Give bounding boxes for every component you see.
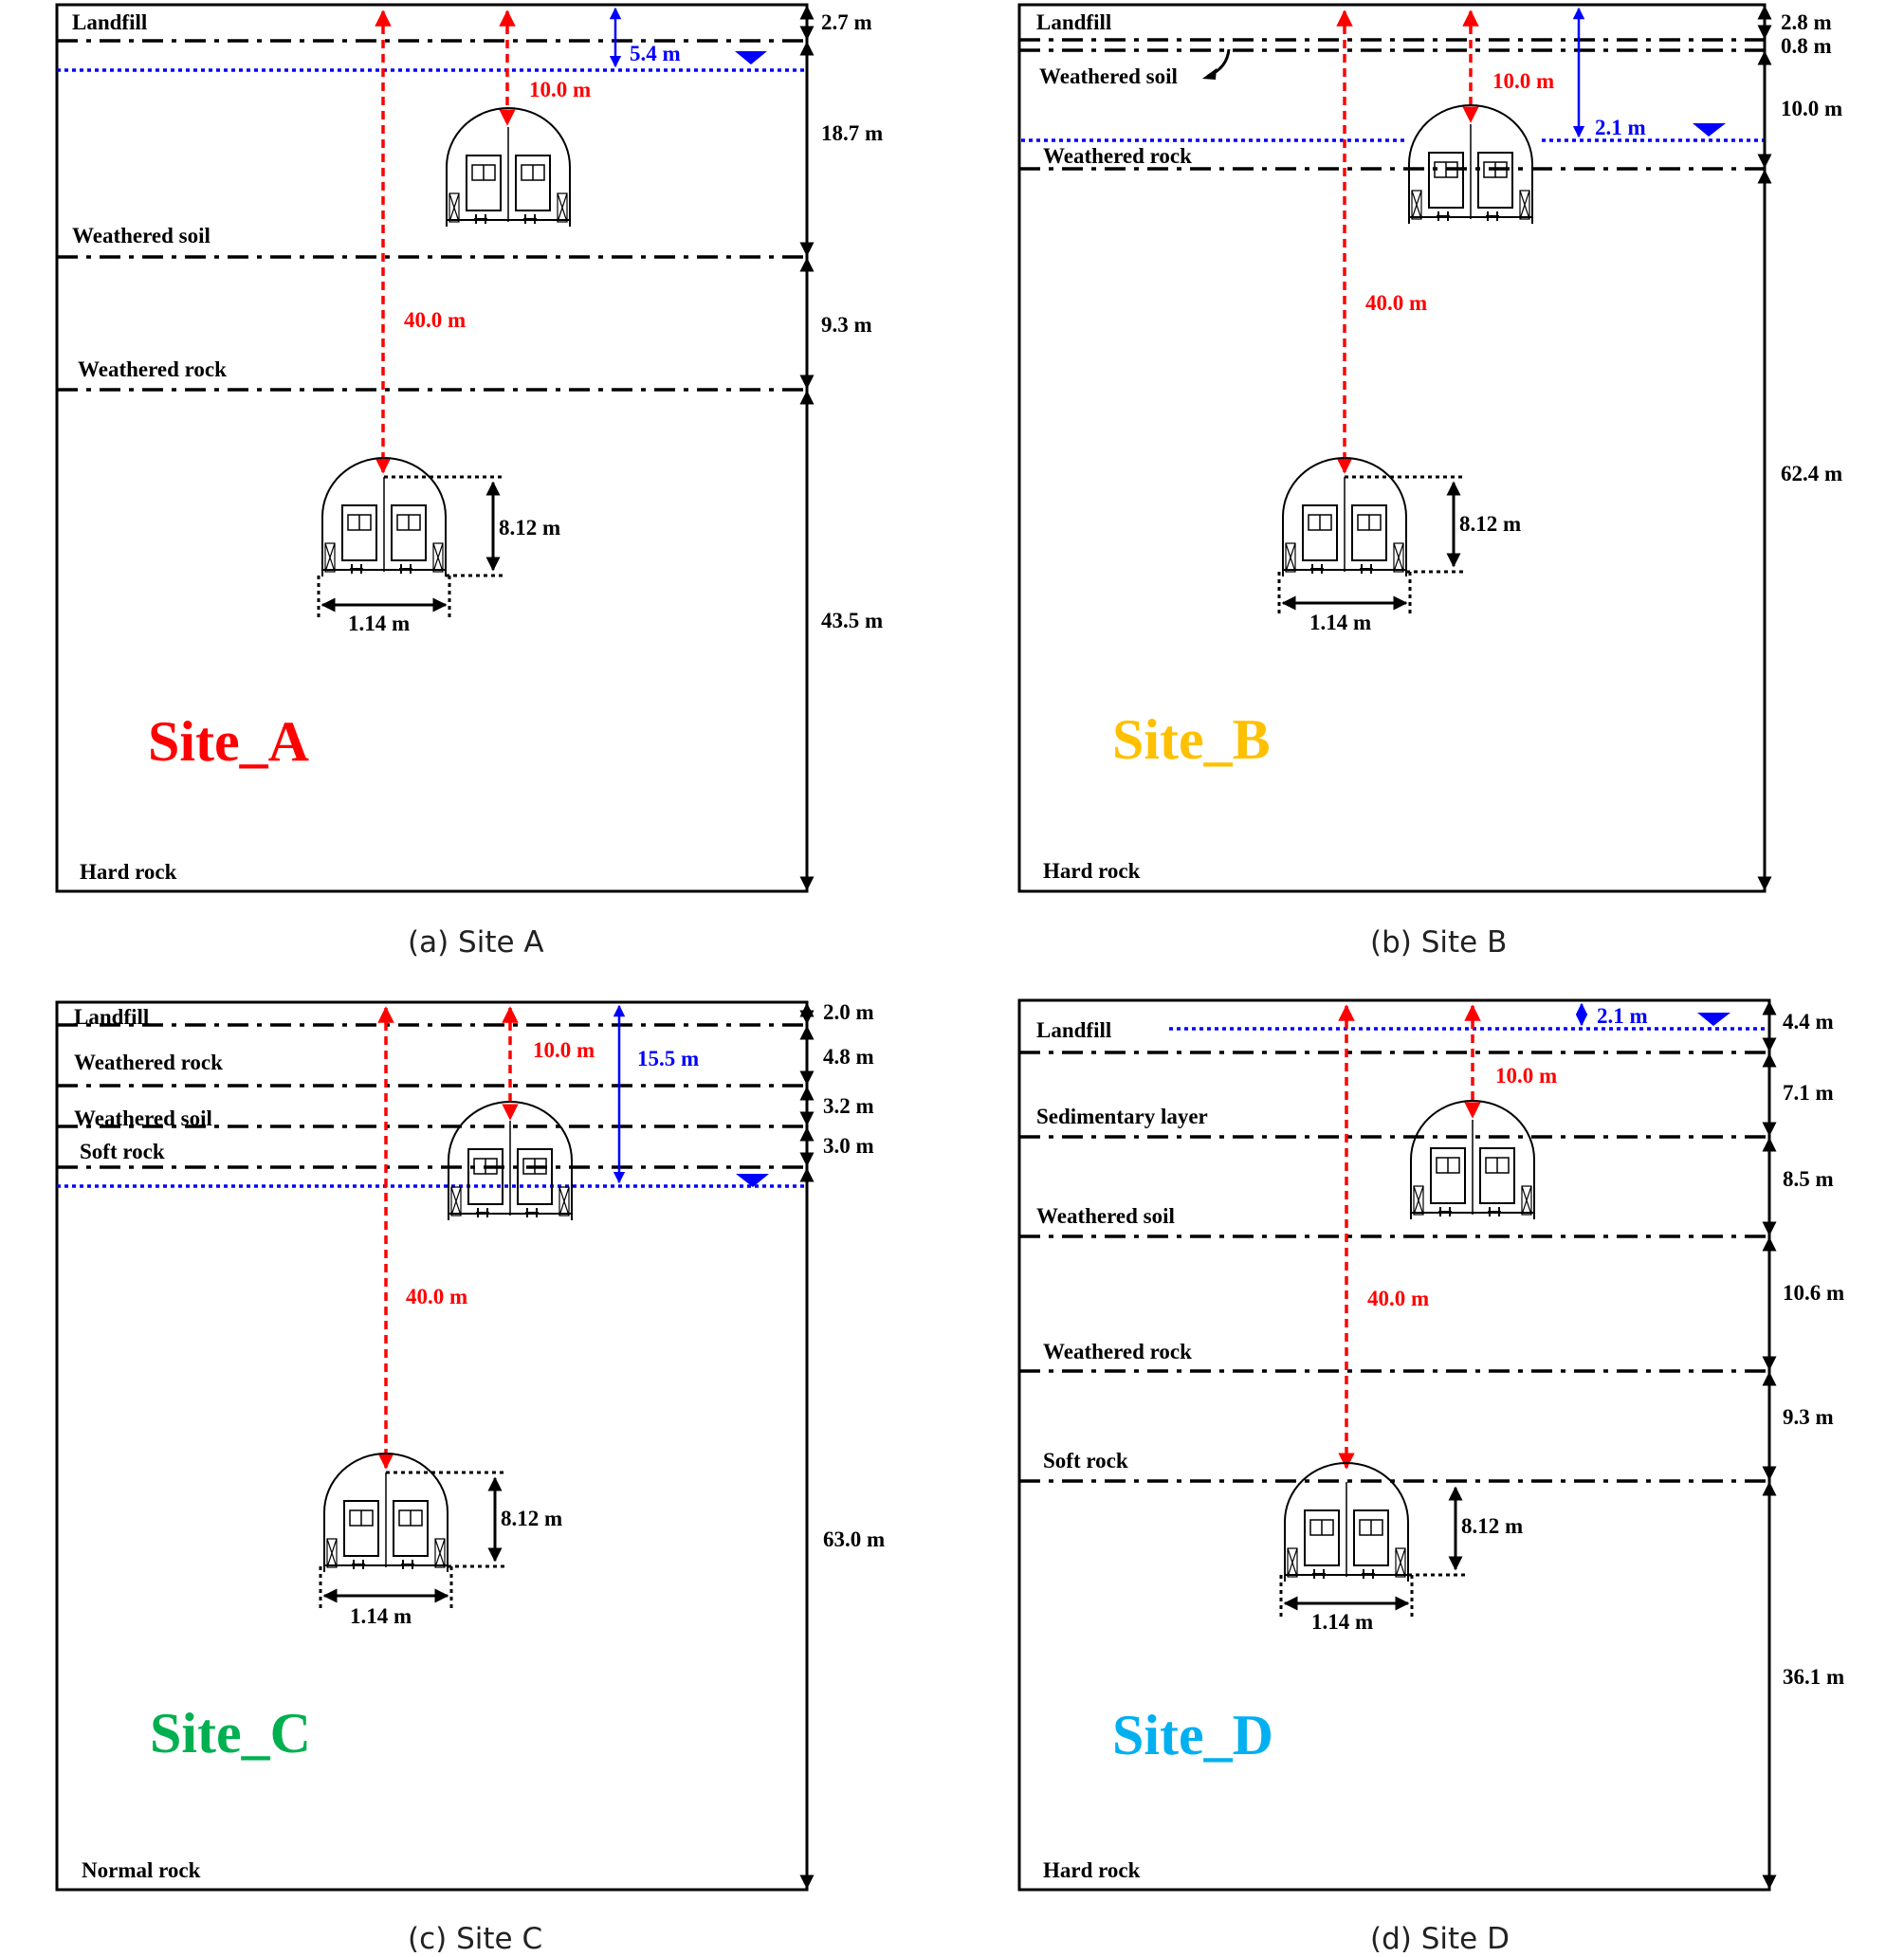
pointer-arrowhead: [1202, 68, 1217, 80]
layer-label: Weathered rock: [1043, 144, 1192, 168]
bottom-layer-label: Hard rock: [1043, 859, 1141, 883]
thickness-label: 7.1 m: [1783, 1081, 1834, 1105]
panel-site-c: 15.5 m Landfill Weathered rock Weathered…: [55, 1000, 885, 1956]
tunnel-height-label: 8.12 m: [1461, 1514, 1523, 1538]
thickness-label: 62.4 m: [1781, 462, 1842, 485]
layer-label: Weathered rock: [78, 357, 227, 381]
thickness-label: 4.8 m: [823, 1045, 874, 1069]
thickness-label: 36.1 m: [1783, 1665, 1844, 1689]
site-name: Site_A: [148, 710, 309, 773]
thickness-label: 2.7 m: [821, 10, 872, 34]
tunnel-width-label: 1.14 m: [348, 612, 410, 635]
thickness-label: 63.0 m: [823, 1527, 885, 1551]
tunnel-height-label: 8.12 m: [499, 516, 560, 540]
bottom-layer-label: Hard rock: [1043, 1858, 1141, 1882]
tunnel-width-label: 1.14 m: [1309, 611, 1371, 634]
water-table-icon: [735, 51, 767, 64]
tunnel-shallow: [1410, 1100, 1535, 1220]
layer-label: Weathered soil: [1036, 1204, 1175, 1228]
thickness-label: 3.0 m: [823, 1134, 874, 1158]
panel-site-d: 2.1 m Landfill Sedimentary layer Weather…: [1017, 998, 1844, 1956]
layer-label: Weathered soil: [72, 224, 211, 247]
layer-label: Weathered soil: [1039, 64, 1178, 88]
thickness-label: 2.8 m: [1781, 10, 1832, 34]
shallow-depth-label: 10.0 m: [533, 1038, 595, 1062]
water-table-icon: [1697, 1013, 1730, 1026]
panel-site-a: 5.4 m Landfill Weathered soil Weathered …: [55, 3, 883, 960]
thickness-label: 18.7 m: [821, 121, 883, 145]
layer-label: Weathered rock: [1043, 1340, 1192, 1363]
deep-depth-label: 40.0 m: [1365, 291, 1427, 315]
layer-label: Landfill: [1036, 1018, 1111, 1042]
thickness-label: 3.2 m: [823, 1094, 874, 1118]
shallow-depth-label: 10.0 m: [1492, 69, 1554, 93]
water-table-icon: [1693, 123, 1726, 137]
site-name: Site_B: [1112, 708, 1271, 771]
bottom-layer-label: Hard rock: [80, 860, 177, 884]
layer-label: Soft rock: [80, 1140, 165, 1163]
layer-label: Soft rock: [1043, 1449, 1128, 1472]
layer-label: Sedimentary layer: [1036, 1105, 1208, 1128]
thickness-label: 2.0 m: [823, 1000, 874, 1024]
thickness-label: 0.8 m: [1781, 34, 1832, 58]
thickness-label: 43.5 m: [821, 609, 883, 632]
tunnel-deep: [1284, 1462, 1409, 1582]
tunnel-shallow: [446, 107, 571, 228]
deep-depth-label: 40.0 m: [1367, 1287, 1429, 1310]
thickness-label: 10.6 m: [1783, 1281, 1844, 1305]
water-depth-label: 2.1 m: [1597, 1004, 1648, 1028]
tunnel-height-label: 8.12 m: [1459, 512, 1521, 536]
tunnel-width-label: 1.14 m: [1311, 1610, 1373, 1634]
water-table-icon: [736, 1174, 769, 1187]
layer-label: Landfill: [1036, 10, 1111, 34]
bottom-layer-label: Normal rock: [82, 1858, 201, 1882]
tunnel-shallow: [448, 1101, 573, 1221]
shallow-depth-label: 10.0 m: [1495, 1064, 1557, 1088]
thickness-label: 9.3 m: [1783, 1405, 1834, 1429]
deep-depth-label: 40.0 m: [404, 308, 466, 332]
thickness-label: 8.5 m: [1783, 1167, 1834, 1191]
thickness-label: 10.0 m: [1781, 97, 1842, 120]
water-depth-label: 15.5 m: [637, 1047, 699, 1070]
tunnel-height-label: 8.12 m: [501, 1507, 562, 1530]
layer-label: Landfill: [72, 10, 147, 34]
tunnel-width-label: 1.14 m: [350, 1604, 412, 1628]
panel-site-b: 2.1 m Landfill Weathered soil Weathered …: [1017, 3, 1842, 960]
panel-caption: (b) Site B: [1370, 925, 1507, 960]
site-name: Site_D: [1112, 1704, 1273, 1766]
site-name: Site_C: [150, 1702, 311, 1765]
thickness-label: 9.3 m: [821, 313, 872, 337]
shallow-depth-label: 10.0 m: [529, 78, 591, 101]
thickness-label: 4.4 m: [1783, 1010, 1834, 1033]
layer-label: Weathered rock: [74, 1051, 223, 1074]
panel-caption: (a) Site A: [408, 925, 544, 960]
tunnel-shallow: [1408, 104, 1533, 225]
water-depth-label: 5.4 m: [630, 42, 681, 65]
pointer-arrow: [1207, 48, 1231, 78]
layer-label: Weathered soil: [74, 1107, 212, 1130]
layer-label: Landfill: [74, 1005, 149, 1029]
water-depth-label: 2.1 m: [1595, 116, 1646, 139]
panel-caption: (d) Site D: [1370, 1922, 1510, 1952]
deep-depth-label: 40.0 m: [406, 1285, 467, 1308]
panel-caption: (c) Site C: [408, 1922, 542, 1952]
